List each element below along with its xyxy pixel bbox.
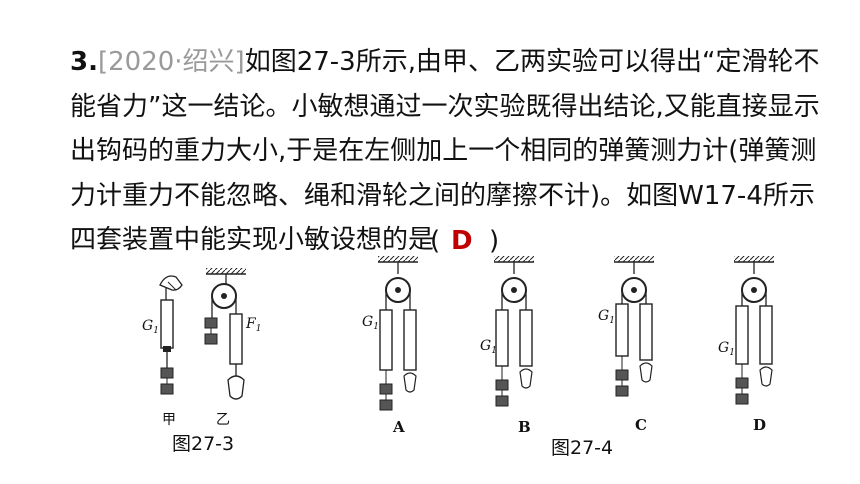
question-body: 如图27-3所示,由甲、乙两实验可以得出“定滑轮不能省力”这一结论。小敏想通过一… — [70, 47, 820, 255]
option-b-scale-right — [519, 309, 533, 367]
option-a-setup: G1 A — [362, 256, 418, 436]
weight-yi-1 — [204, 317, 218, 329]
answer-letter: D — [451, 226, 473, 256]
option-d-label: D — [753, 416, 766, 434]
option-a-g1: G1 — [362, 314, 379, 332]
label-f1: F1 — [245, 316, 261, 334]
question-number: 3. — [70, 47, 98, 77]
figure-27-4: G1 A G1 B — [362, 256, 774, 459]
caption-27-4: 图27-4 — [551, 437, 613, 459]
setup-yi: F1 乙 — [204, 268, 261, 428]
option-a-scale-right — [403, 309, 417, 371]
spring-scale-yi — [229, 313, 243, 365]
answer-paren-close: ) — [489, 226, 500, 256]
caption-27-3: 图27-3 — [172, 433, 234, 455]
option-d-g1: G1 — [718, 340, 735, 358]
question-source: [2020·绍兴] — [97, 47, 245, 77]
spring-scale-jia — [160, 299, 174, 349]
label-g1-jia: G1 — [142, 318, 159, 336]
weight-jia-1 — [160, 367, 174, 379]
option-b-setup: G1 B — [480, 256, 534, 436]
option-b-label: B — [518, 418, 531, 436]
answer-paren-open: ( — [430, 226, 441, 256]
question-text: 3.[2020·绍兴]如图27-3所示,由甲、乙两实验可以得出“定滑轮不能省力”… — [70, 40, 830, 263]
weight-jia-2 — [160, 383, 174, 395]
option-d-scale-left — [735, 305, 749, 365]
option-c-g1: G1 — [598, 308, 615, 326]
setup-jia: G1 甲 — [142, 275, 183, 428]
figure-27-3: G1 甲 F1 乙 图27-3 — [142, 268, 261, 455]
label-yi: 乙 — [216, 412, 230, 428]
option-b-g1: G1 — [480, 338, 497, 356]
option-c-scale-left — [615, 303, 629, 357]
option-b-scale-left — [495, 309, 509, 367]
option-d-scale-right — [759, 305, 773, 365]
option-c-setup: G1 C — [598, 256, 654, 434]
option-d-setup: G1 D — [718, 256, 774, 434]
label-jia: 甲 — [162, 412, 176, 428]
option-c-label: C — [635, 416, 647, 434]
weight-yi-2 — [204, 333, 218, 345]
option-c-scale-right — [639, 303, 653, 361]
option-a-label: A — [392, 418, 405, 436]
option-a-scale-left — [379, 309, 393, 371]
